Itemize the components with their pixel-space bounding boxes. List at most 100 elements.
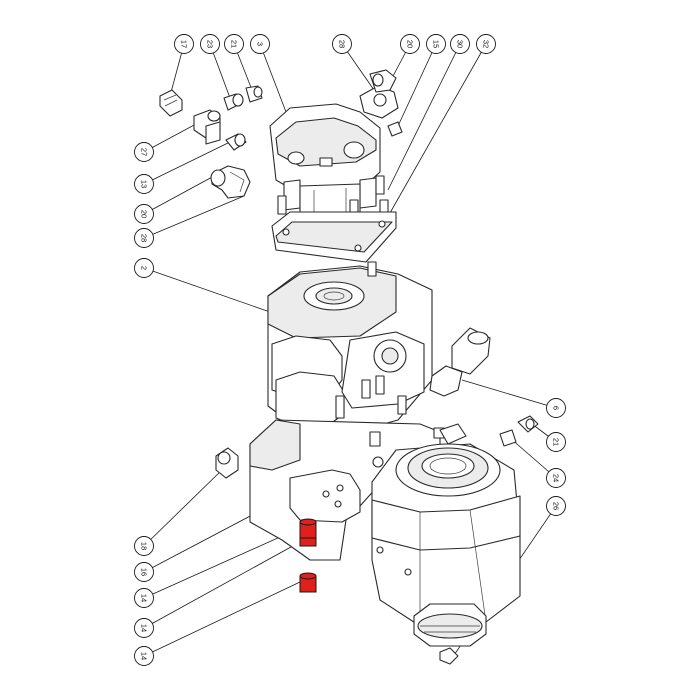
callout-label-20b: 20 bbox=[140, 210, 149, 218]
elbow-fitting-20-left bbox=[210, 165, 251, 199]
mounting-flange-plate bbox=[271, 211, 397, 263]
bushing-14-middle bbox=[299, 537, 317, 547]
leader-line-14a bbox=[143, 527, 301, 599]
callout-label-23: 23 bbox=[206, 40, 215, 48]
adapter-fitting-24 bbox=[499, 429, 517, 447]
adapter-fitting-21-right bbox=[517, 415, 539, 433]
callout-label-30: 30 bbox=[456, 40, 465, 48]
callout-3: 3 bbox=[250, 34, 270, 54]
callout-21b: 21 bbox=[546, 432, 566, 452]
leader-line-30 bbox=[387, 43, 461, 191]
callout-circle-28b bbox=[134, 228, 154, 248]
leader-line-24 bbox=[509, 437, 557, 479]
callout-2: 2 bbox=[134, 258, 154, 278]
callout-label-14b: 14 bbox=[140, 624, 149, 632]
leader-line-2 bbox=[143, 267, 271, 313]
output-pinion bbox=[413, 603, 487, 647]
callout-28a: 28 bbox=[332, 34, 352, 54]
leader-line-28b bbox=[143, 195, 245, 239]
leader-line-32 bbox=[385, 43, 487, 221]
callout-label-16: 16 bbox=[140, 568, 149, 576]
leader-line-20b bbox=[143, 175, 215, 215]
callout-23: 23 bbox=[200, 34, 220, 54]
callout-circle-28a bbox=[332, 34, 352, 54]
flange-bolts bbox=[277, 175, 389, 219]
callout-14a: 14 bbox=[134, 588, 154, 608]
angled-fitting-6 bbox=[429, 327, 491, 397]
callout-circle-23 bbox=[200, 34, 220, 54]
callout-circle-26 bbox=[546, 496, 566, 516]
callout-circle-17 bbox=[174, 34, 194, 54]
callout-circle-2 bbox=[134, 258, 154, 278]
callout-circle-18 bbox=[134, 536, 154, 556]
callout-label-18: 18 bbox=[140, 542, 149, 550]
callout-13: 13 bbox=[134, 174, 154, 194]
callout-circle-20a bbox=[400, 34, 420, 54]
callout-circle-14b bbox=[134, 618, 154, 638]
bushing-14-upper bbox=[299, 518, 317, 541]
callout-label-3: 3 bbox=[256, 42, 265, 46]
callout-24: 24 bbox=[546, 468, 566, 488]
callout-label-28b: 28 bbox=[140, 234, 149, 242]
callout-18: 18 bbox=[134, 536, 154, 556]
elbow-fitting-18 bbox=[215, 447, 239, 479]
callout-label-32: 32 bbox=[482, 40, 491, 48]
callout-17: 17 bbox=[174, 34, 194, 54]
callout-circle-32 bbox=[476, 34, 496, 54]
callout-32: 32 bbox=[476, 34, 496, 54]
callout-label-2: 2 bbox=[140, 266, 149, 270]
leader-line-13 bbox=[143, 141, 231, 185]
callout-circle-3 bbox=[250, 34, 270, 54]
callout-circle-14c bbox=[134, 646, 154, 666]
callout-15: 15 bbox=[426, 34, 446, 54]
callout-circle-30 bbox=[450, 34, 470, 54]
gearbox-housing-2 bbox=[267, 261, 433, 441]
callout-label-21b: 21 bbox=[552, 438, 561, 446]
callout-label-27: 27 bbox=[140, 148, 149, 156]
callout-20b: 20 bbox=[134, 204, 154, 224]
callout-circle-16 bbox=[134, 562, 154, 582]
callout-circle-13 bbox=[134, 174, 154, 194]
grease-nipple-26 bbox=[439, 647, 459, 665]
callout-14b: 14 bbox=[134, 618, 154, 638]
callout-27: 27 bbox=[134, 142, 154, 162]
callout-circle-20b bbox=[134, 204, 154, 224]
callout-label-13: 13 bbox=[140, 180, 149, 188]
elbow-fitting-17 bbox=[159, 89, 183, 117]
small-fitting-15 bbox=[387, 121, 403, 137]
callout-label-17: 17 bbox=[180, 40, 189, 48]
adapter-fitting-13 bbox=[225, 133, 247, 151]
leader-line-15 bbox=[397, 43, 437, 127]
bushing-14-lower bbox=[299, 572, 317, 593]
callout-circle-21a bbox=[224, 34, 244, 54]
callout-28b: 28 bbox=[134, 228, 154, 248]
callout-6: 6 bbox=[546, 398, 566, 418]
flange-fitting-28 bbox=[359, 85, 399, 119]
leader-line-14c bbox=[143, 581, 301, 657]
callout-label-26: 26 bbox=[552, 502, 561, 510]
leader-line-3 bbox=[259, 43, 287, 113]
elbow-fitting-20-right bbox=[369, 69, 397, 93]
slewing-drive-housing bbox=[371, 443, 521, 627]
tee-fitting-27 bbox=[193, 109, 221, 145]
hydraulic-motor-block-3 bbox=[269, 103, 381, 239]
callout-14c: 14 bbox=[134, 646, 154, 666]
callout-30: 30 bbox=[450, 34, 470, 54]
callout-label-15: 15 bbox=[432, 40, 441, 48]
leader-line-18 bbox=[143, 467, 225, 547]
adapter-fitting-23 bbox=[223, 93, 244, 111]
callout-circle-24 bbox=[546, 468, 566, 488]
callout-26: 26 bbox=[546, 496, 566, 516]
callout-label-24: 24 bbox=[552, 474, 561, 482]
callout-circle-15 bbox=[426, 34, 446, 54]
callout-16: 16 bbox=[134, 562, 154, 582]
callout-20a: 20 bbox=[400, 34, 420, 54]
leader-line-14b bbox=[143, 541, 301, 629]
callout-circle-6 bbox=[546, 398, 566, 418]
callout-21a: 21 bbox=[224, 34, 244, 54]
callout-label-20a: 20 bbox=[406, 40, 415, 48]
callout-label-6: 6 bbox=[552, 406, 561, 410]
